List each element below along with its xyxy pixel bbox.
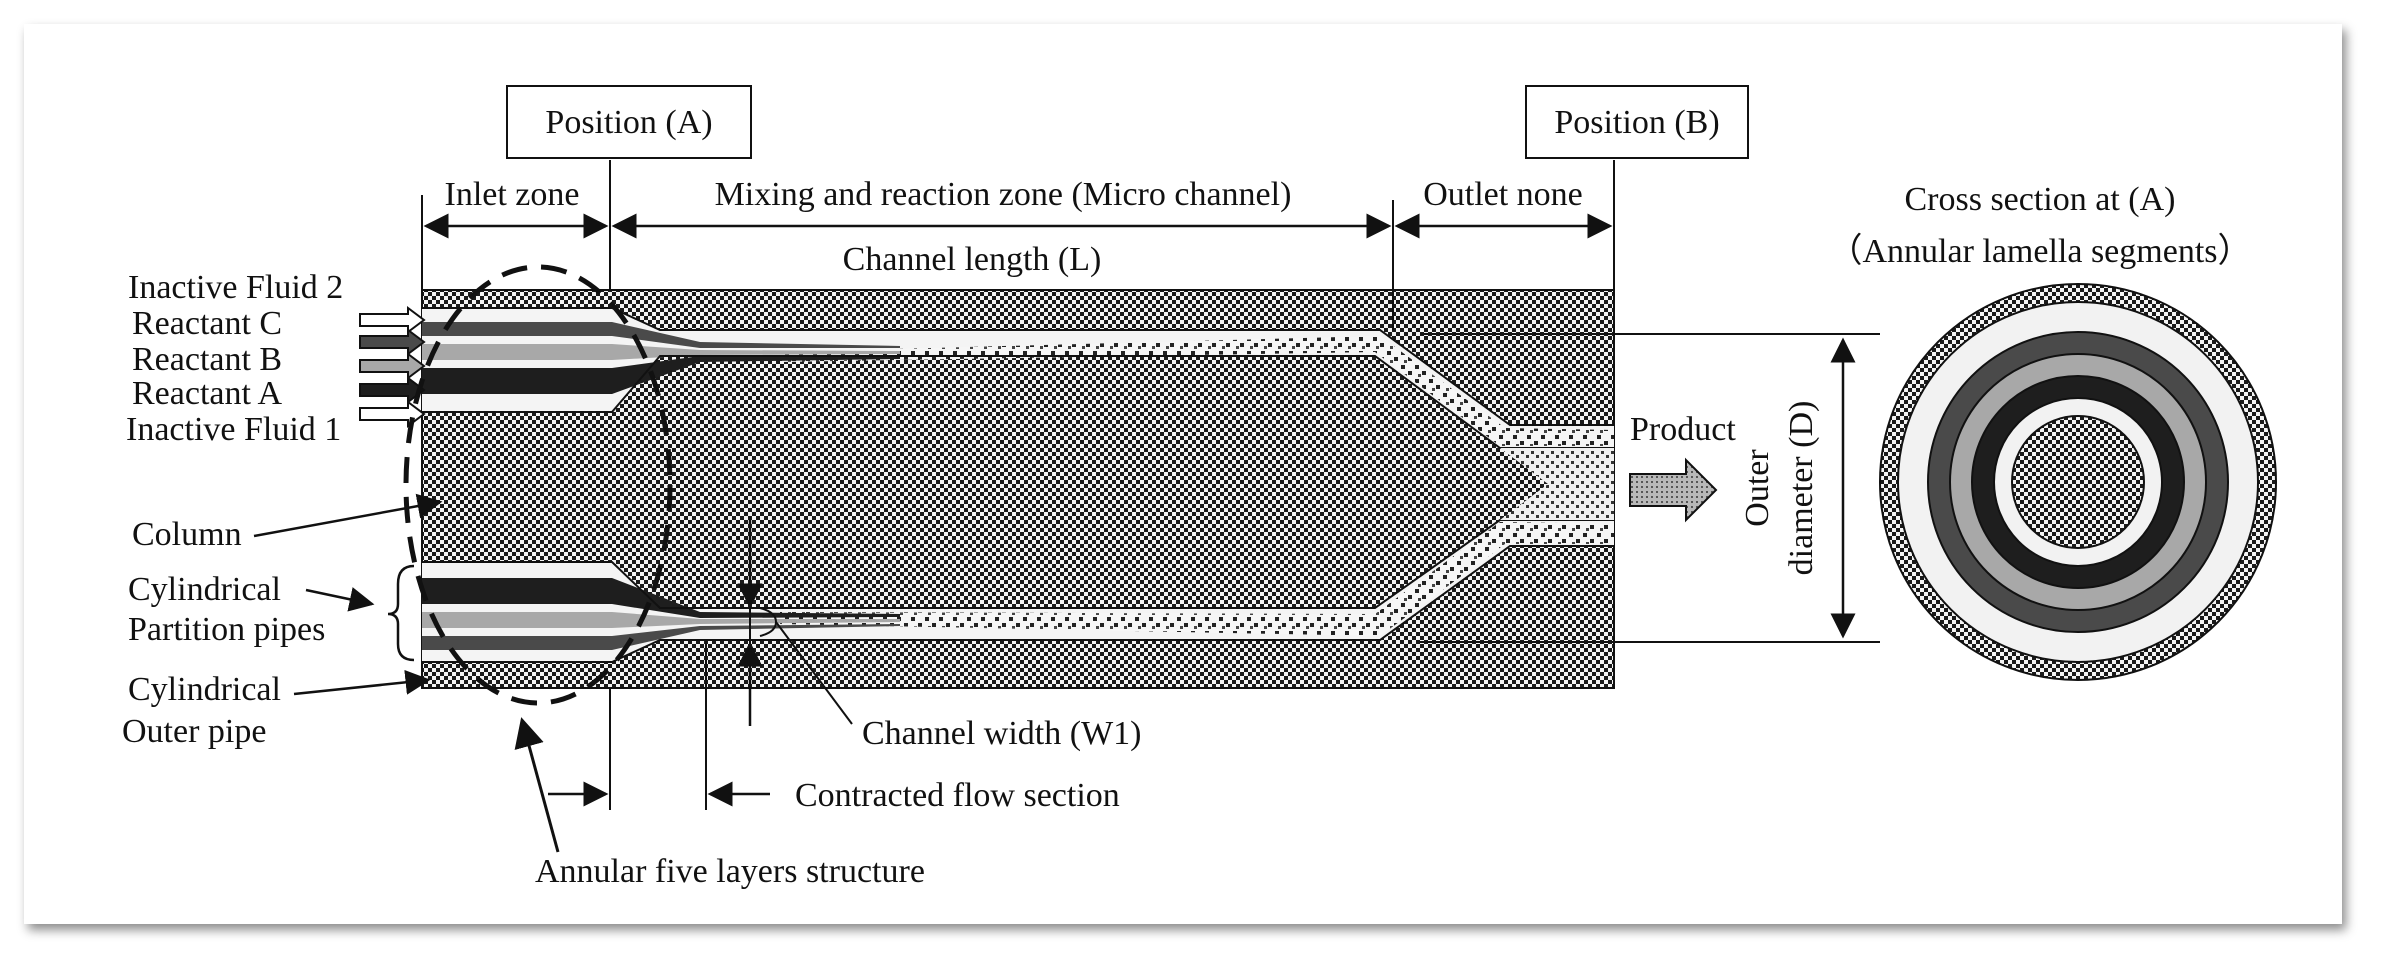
column-pointer: [253, 493, 443, 538]
layer-reactant-b: [422, 344, 612, 360]
cross-section-subtitle: （Annular lamella segments）: [1828, 232, 2251, 270]
reactant-b-label: Reactant B: [132, 341, 282, 378]
input-labels: Inactive Fluid 2 Reactant C Reactant B R…: [126, 269, 343, 448]
inactive-fluid-2-label: Inactive Fluid 2: [128, 269, 343, 306]
cross-section-rings: [1879, 283, 2277, 681]
partition-brace: [387, 564, 415, 662]
inactive-fluid-1-arrow: [359, 400, 426, 428]
reactant-c-label: Reactant C: [132, 305, 282, 342]
product-label: Product: [1630, 411, 1736, 448]
ring-column-core: [2011, 415, 2145, 549]
position-a-box: Position (A): [506, 85, 752, 159]
partition-label-line2: Partition pipes: [128, 611, 325, 648]
annular-structure-outline: [403, 264, 673, 706]
channel-length-label: Channel length (L): [843, 241, 1102, 278]
reactor-body: [421, 160, 1615, 689]
outer-diameter-label-line1: Outer: [1739, 449, 1776, 527]
outer-pipe-label-line2: Outer pipe: [122, 713, 266, 750]
reactant-b-arrow: [359, 352, 426, 380]
input-arrows: [359, 306, 426, 428]
outer-pipe-pointer: [293, 669, 431, 696]
annular-structure-label: Annular five layers structure: [535, 853, 925, 890]
layer-reactant-a: [422, 368, 612, 394]
position-b-box: Position (B): [1525, 85, 1749, 159]
outlet-zone-label: Outlet none: [1423, 176, 1583, 213]
product-arrow: [1629, 457, 1718, 523]
annular-pointer: [514, 717, 560, 853]
outer-pipe-label-line1: Cylindrical: [128, 671, 281, 708]
lower-channel: [422, 519, 1614, 663]
partition-label-line1: Cylindrical: [128, 571, 281, 608]
contracted-flow-label: Contracted flow section: [795, 777, 1120, 814]
reactant-a-label: Reactant A: [132, 375, 283, 412]
layer-reactant-c: [422, 322, 612, 336]
inlet-zone-label: Inlet zone: [445, 176, 580, 213]
inactive-fluid-2-arrow: [359, 306, 426, 334]
reactant-c-arrow: [359, 328, 426, 356]
column-label: Column: [132, 516, 242, 553]
cross-section-title: Cross section at (A): [1904, 181, 2175, 218]
position-b-label: Position (B): [1554, 104, 1719, 141]
outer-diameter-label-line2: diameter (D): [1783, 401, 1820, 576]
position-a-label: Position (A): [545, 104, 712, 141]
partition-pointer: [305, 587, 375, 612]
inactive-fluid-1-label: Inactive Fluid 1: [126, 411, 341, 448]
channel-width-label: Channel width (W1): [862, 715, 1142, 752]
mixing-zone-label: Mixing and reaction zone (Micro channel): [715, 176, 1292, 213]
